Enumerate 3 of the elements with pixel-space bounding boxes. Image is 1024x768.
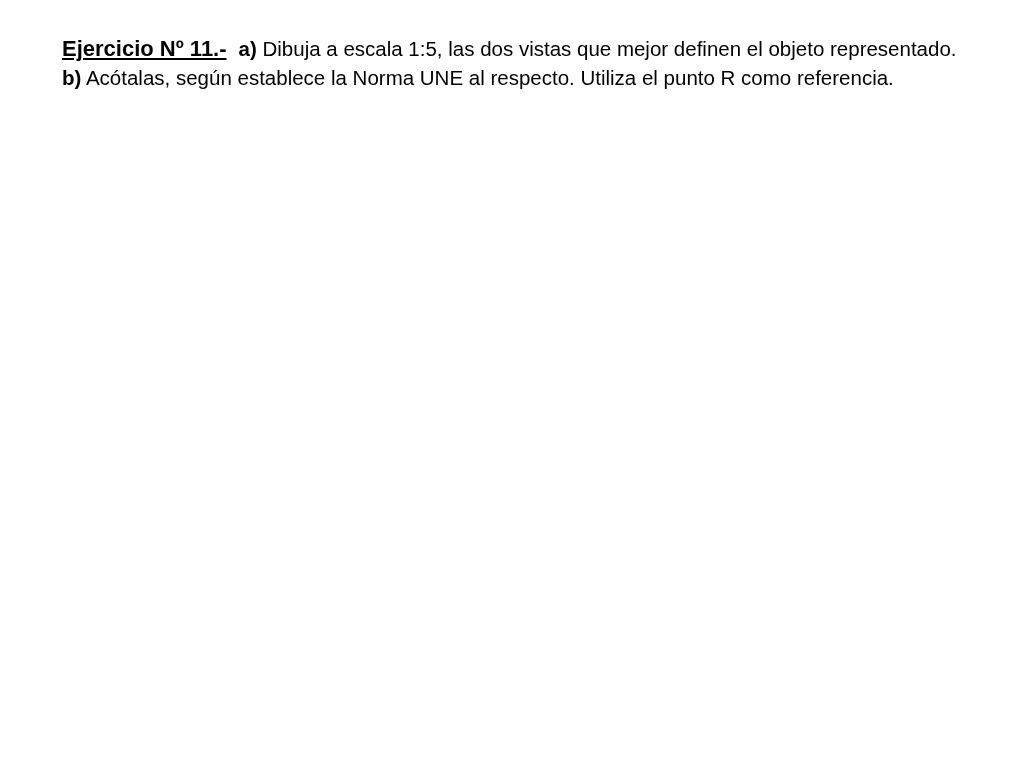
instruction-text: a) Dibuja a escala 1:5, las dos vistas que mejor definen el objeto representado. <box>238 37 957 60</box>
instruction-text: b) Acótalas, según establece la Norma UNE al respecto. Utiliza el punto R como referencia. <box>62 66 894 89</box>
exercise-title: Ejercicio Nº 11.- <box>62 36 227 61</box>
